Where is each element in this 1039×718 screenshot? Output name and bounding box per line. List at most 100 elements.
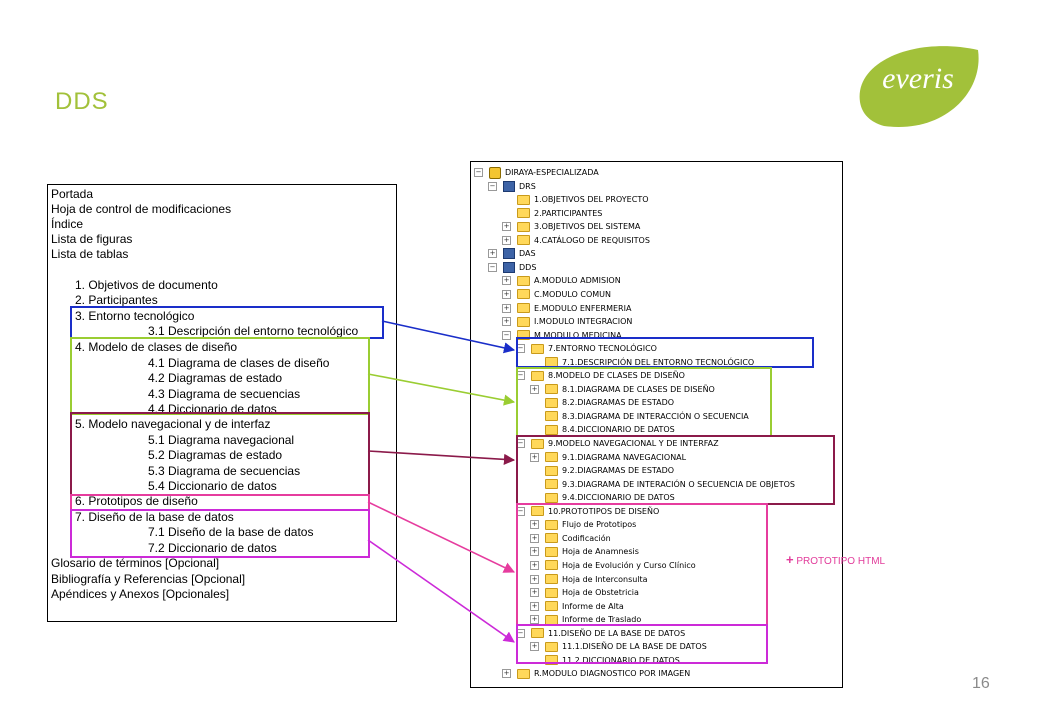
tree-item-label: DIRAYA-ESPECIALIZADA [505, 168, 599, 177]
tree-item[interactable]: 9.2.DIAGRAMAS DE ESTADO [530, 464, 674, 477]
tree-item[interactable]: 2.PARTICIPANTES [502, 207, 602, 220]
tree-spacer [530, 493, 539, 503]
tree-item-label: 11.1.DISEÑO DE LA BASE DE DATOS [562, 642, 707, 652]
tree-item-label: Codificación [562, 533, 611, 543]
tree-item[interactable]: 1.OBJETIVOS DEL PROYECTO [502, 193, 649, 206]
folder-icon [545, 411, 558, 422]
tree-item[interactable]: +E.MODULO ENFERMERIA [502, 302, 631, 315]
tree-item[interactable]: 8.4.DICCIONARIO DE DATOS [530, 423, 675, 436]
tree-item-label: 8.2.DIAGRAMAS DE ESTADO [562, 398, 675, 408]
tree-item[interactable]: +3.OBJETIVOS DEL SISTEMA [502, 220, 640, 233]
expand-toggle-icon[interactable]: + [530, 574, 539, 584]
expand-toggle-icon[interactable]: + [530, 601, 539, 611]
expand-toggle-icon[interactable]: + [530, 547, 539, 557]
tree-item-label: A.MODULO ADMISION [534, 276, 621, 286]
tree-item[interactable]: −7.ENTORNO TECNOLÓGICO [516, 342, 657, 355]
tree-item[interactable]: +R.MODULO DIAGNOSTICO POR IMAGEN [502, 667, 690, 680]
collapse-toggle-icon[interactable]: − [516, 371, 525, 381]
tree-item[interactable]: 8.3.DIAGRAMA DE INTERACCIÓN O SECUENCIA [530, 410, 749, 423]
tree-item[interactable]: + Flujo de Prototipos [530, 518, 636, 531]
tree-item[interactable]: +8.1.DIAGRAMA DE CLASES DE DISEÑO [530, 383, 715, 396]
tree-item-label: C.MODULO COMUN [534, 289, 611, 299]
tree-item[interactable]: +4.CATÁLOGO DE REQUISITOS [502, 234, 650, 247]
document-index-line: Apéndices y Anexos [Opcionales] [51, 587, 230, 601]
tree-item[interactable]: −10.PROTOTIPOS DE DISEÑO [516, 505, 659, 518]
tree-item[interactable]: +Hoja de Obstetricia [530, 586, 639, 599]
tree-item-label: 8.MODELO DE CLASES DE DISEÑO [548, 371, 685, 381]
collapse-toggle-icon[interactable]: − [488, 181, 497, 191]
expand-toggle-icon[interactable]: + [502, 303, 511, 313]
expand-toggle-icon[interactable]: + [502, 222, 511, 232]
tree-item[interactable]: +I.MODULO INTEGRACION [502, 315, 632, 328]
book-icon [503, 248, 515, 260]
document-index-line: Lista de figuras [51, 232, 133, 246]
tree-item[interactable]: +DAS [488, 247, 536, 260]
expand-toggle-icon[interactable]: + [530, 520, 539, 530]
collapse-toggle-icon[interactable]: − [516, 628, 525, 638]
collapse-toggle-icon[interactable]: − [474, 168, 483, 177]
tree-item-label: Flujo de Prototipos [562, 520, 637, 530]
expand-toggle-icon[interactable]: + [502, 235, 511, 245]
tree-item-label: DDS [519, 262, 537, 272]
expand-toggle-icon[interactable]: + [530, 588, 539, 598]
expand-toggle-icon[interactable]: + [530, 384, 539, 394]
tree-item[interactable]: + A.MODULO ADMISION [502, 274, 621, 287]
collapse-toggle-icon[interactable]: − [516, 344, 525, 354]
collapse-toggle-icon[interactable]: − [516, 506, 525, 516]
tree-item[interactable]: 11.2.DICCIONARIO DE DATOS [530, 654, 680, 667]
tree-item[interactable]: + C.MODULO COMUN [502, 288, 611, 301]
tree-item[interactable]: −M.MODULO MEDICINA [502, 329, 622, 342]
tree-item[interactable]: 8.2.DIAGRAMAS DE ESTADO [530, 396, 674, 409]
tree-spacer [502, 208, 511, 218]
tree-item[interactable]: 9.3.DIAGRAMA DE INTERACIÓN O SECUENCIA D… [530, 478, 795, 491]
logo-text: everis [882, 62, 954, 95]
tree-item[interactable]: +9.1.DIAGRAMA NAVEGACIONAL [530, 451, 686, 464]
tree-item[interactable]: − 8.MODELO DE CLASES DE DISEÑO [516, 369, 685, 382]
expand-toggle-icon[interactable]: + [488, 249, 497, 259]
tree-item[interactable]: −11.DISEÑO DE LA BASE DE DATOS [516, 627, 685, 640]
tree-item[interactable]: +Informe de Traslado [530, 613, 641, 626]
tree-item[interactable]: +Hoja de Anamnesis [530, 545, 639, 558]
folder-icon [545, 560, 558, 571]
folder-icon [517, 275, 530, 286]
tree-item[interactable]: +11.1.DISEÑO DE LA BASE DE DATOS [530, 640, 707, 653]
expand-toggle-icon[interactable]: + [502, 317, 511, 327]
tree-item[interactable]: − DIRAYA-ESPECIALIZADA [474, 166, 599, 179]
tree-item-label: 9.4.DICCIONARIO DE DATOS [562, 493, 675, 503]
collapse-toggle-icon[interactable]: − [516, 439, 525, 448]
folder-icon [545, 479, 558, 490]
tree-item[interactable]: +Hoja de Interconsulta [530, 573, 648, 586]
expand-toggle-icon[interactable]: + [502, 669, 511, 679]
tree-item[interactable]: 7.1.DESCRIPCIÓN DEL ENTORNO TECNOLÓGICO [530, 356, 754, 369]
tree-item[interactable]: + Codificación [530, 532, 611, 545]
expand-toggle-icon[interactable]: + [502, 276, 511, 286]
folder-icon [545, 465, 558, 476]
folder-icon [545, 655, 558, 666]
tree-item[interactable]: − 9.MODELO NAVEGACIONAL Y DE INTERFAZ [516, 437, 719, 450]
tree-item-label: 9.MODELO NAVEGACIONAL Y DE INTERFAZ [548, 439, 719, 448]
tree-item[interactable]: 9.4.DICCIONARIO DE DATOS [530, 491, 675, 504]
tree-item[interactable]: − DDS [488, 261, 536, 274]
document-index-line: 4.2 Diagramas de estado [148, 371, 283, 385]
document-index-line: 5.1 Diagrama navegacional [148, 433, 295, 447]
tree-item[interactable]: +Informe de Alta [530, 600, 624, 613]
document-index-line: Lista de tablas [51, 247, 129, 261]
expand-toggle-icon[interactable]: + [530, 452, 539, 462]
tree-spacer [530, 357, 539, 367]
tree-item[interactable]: −DRS [488, 180, 536, 193]
book-icon [503, 261, 515, 273]
tree-item-label: 8.3.DIAGRAMA DE INTERACCIÓN O SECUENCIA [562, 411, 749, 421]
tree-item[interactable]: +Hoja de Evolución y Curso Clínico [530, 559, 696, 572]
tree-spacer [530, 411, 539, 421]
tree-item-label: 8.4.DICCIONARIO DE DATOS [562, 425, 675, 435]
expand-toggle-icon[interactable]: + [530, 642, 539, 652]
expand-toggle-icon[interactable]: + [530, 533, 539, 543]
expand-toggle-icon[interactable]: + [530, 560, 539, 570]
expand-toggle-icon[interactable]: + [530, 615, 539, 625]
tree-spacer [530, 466, 539, 476]
collapse-toggle-icon[interactable]: − [488, 262, 497, 272]
collapse-toggle-icon[interactable]: − [502, 330, 511, 340]
document-index-line: Hoja de control de modificaciones [51, 202, 232, 216]
expand-toggle-icon[interactable]: + [502, 289, 511, 299]
